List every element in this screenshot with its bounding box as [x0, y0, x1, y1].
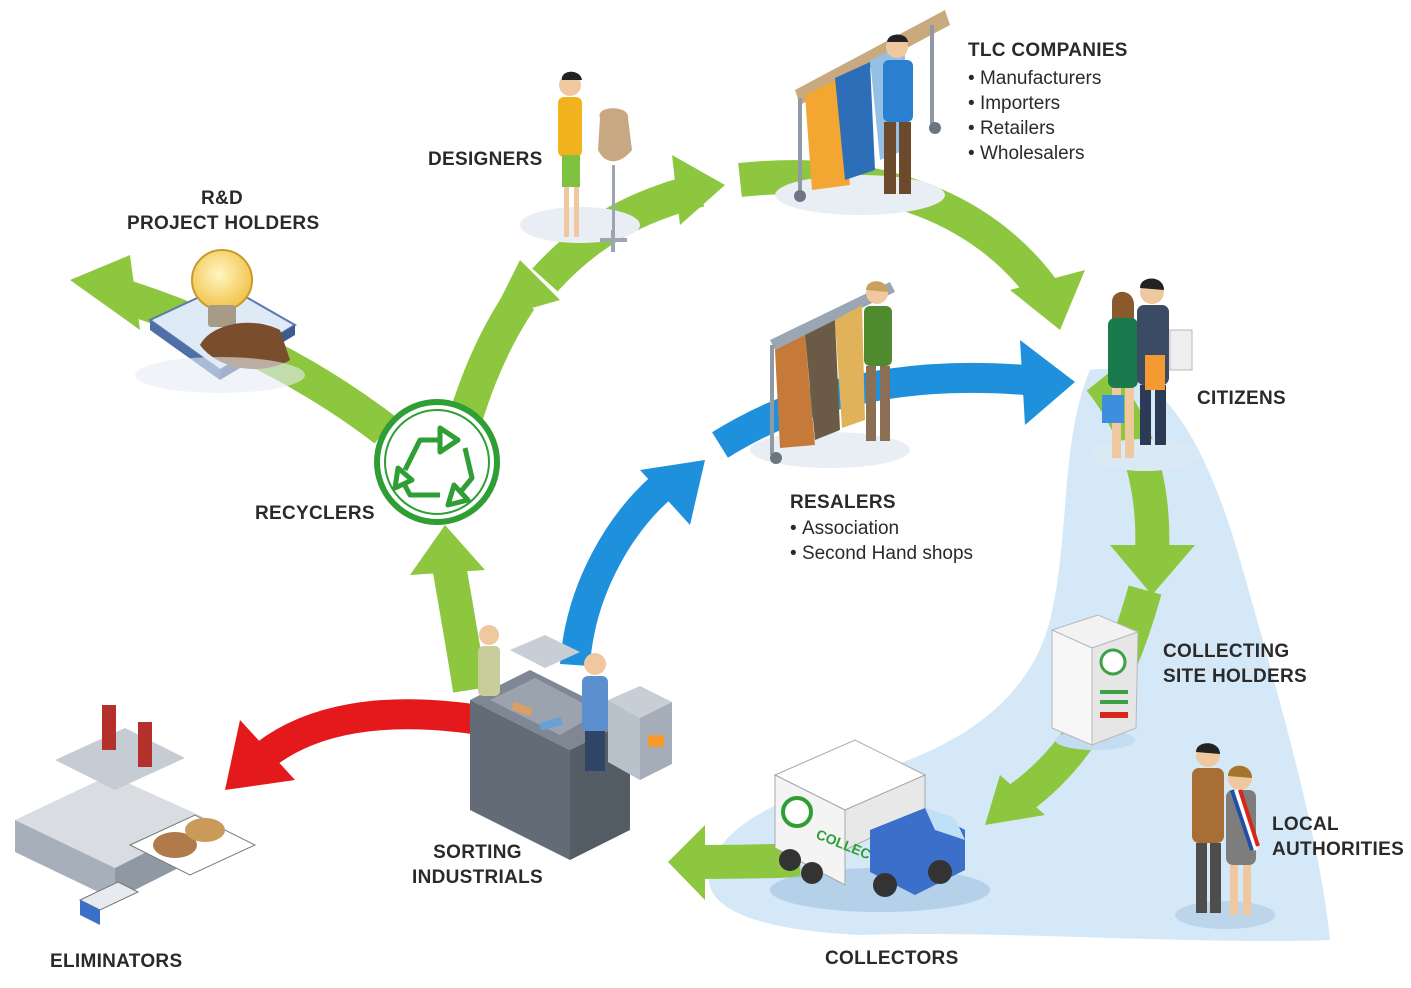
sorting-label-line2: INDUSTRIALS — [411, 867, 544, 888]
local-label: LOCAL AUTHORITIES — [1272, 812, 1404, 862]
factory-icon — [15, 705, 257, 925]
resalers-item-association: Association — [790, 516, 973, 541]
designers-label: DESIGNERS — [428, 149, 543, 170]
arrow-sorting-to-recyclers — [431, 557, 487, 693]
red-flow — [225, 699, 483, 790]
recycle-icon — [374, 399, 500, 525]
citizens-person-icon — [1090, 278, 1200, 471]
collectors-label: COLLECTORS — [825, 948, 959, 969]
sorting-label: SORTING INDUSTRIALS — [405, 840, 550, 890]
local-label-line2: AUTHORITIES — [1272, 839, 1405, 860]
collecting-label: COLLECTING SITE HOLDERS — [1163, 639, 1307, 689]
rd-label-line1: R&D — [200, 188, 244, 209]
designer-person-icon — [520, 71, 640, 252]
tlc-item-manufacturers: Manufacturers — [968, 66, 1101, 91]
sorting-station-icon — [470, 625, 672, 860]
resalers-list: Association Second Hand shops — [790, 516, 973, 566]
eliminators-label: ELIMINATORS — [50, 951, 183, 972]
salesman-person-icon — [883, 34, 913, 194]
citizens-label: CITIZENS — [1197, 388, 1286, 409]
tlc-item-retailers: Retailers — [968, 116, 1101, 141]
collecting-label-line2: SITE HOLDERS — [1163, 666, 1308, 687]
green-arrowheads — [70, 155, 1195, 900]
resaler-person-icon — [864, 281, 892, 441]
truck-icon: COLLECTE — [770, 739, 990, 912]
tlc-label: TLC COMPANIES — [968, 40, 1128, 61]
sorting-label-line1: SORTING — [433, 842, 522, 863]
local-label-line1: LOCAL — [1272, 814, 1339, 835]
resalers-label: RESALERS — [790, 492, 896, 513]
tlc-item-importers: Importers — [968, 91, 1101, 116]
tlc-list: Manufacturers Importers Retailers Wholes… — [968, 66, 1101, 166]
rd-label: R&D PROJECT HOLDERS — [127, 186, 320, 236]
rd-label-line2: PROJECT HOLDERS — [127, 213, 320, 234]
clothes-rack-icon — [775, 10, 950, 215]
tlc-item-wholesalers: Wholesalers — [968, 141, 1101, 166]
resalers-item-second-hand: Second Hand shops — [790, 541, 973, 566]
collecting-label-line1: COLLECTING — [1163, 641, 1290, 662]
resaler-rack-icon — [750, 282, 910, 468]
bin-icon — [1050, 614, 1140, 750]
local-authorities-person-icon — [1175, 743, 1275, 929]
recyclers-label: RECYCLERS — [255, 503, 375, 524]
rd-shadow — [135, 357, 305, 393]
